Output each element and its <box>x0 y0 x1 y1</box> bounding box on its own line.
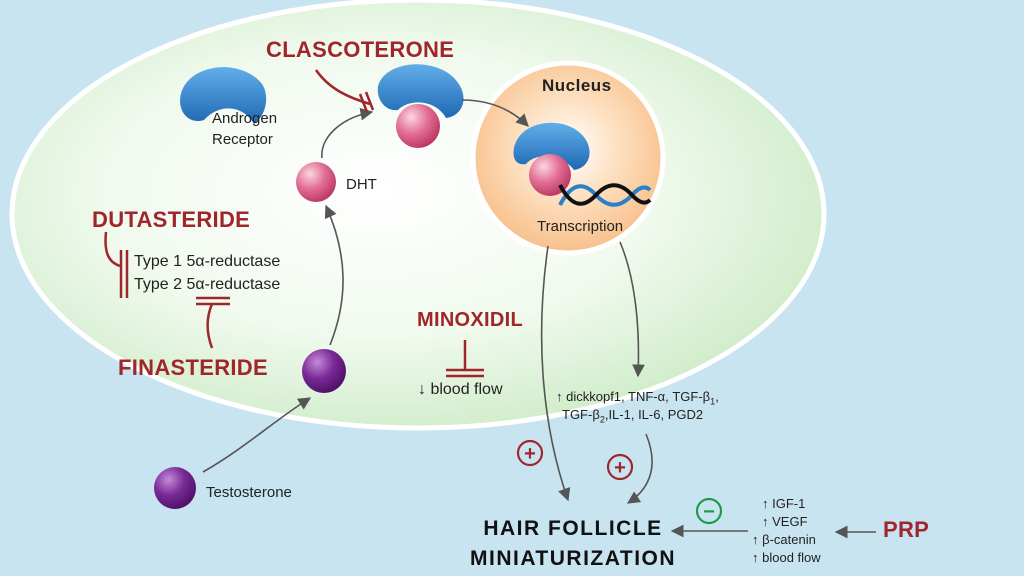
outcome-label: HAIR FOLLICLE MINIATURIZATION <box>470 514 676 574</box>
prp-effects-list: ↑ IGF-1 ↑ VEGF ↑ β-catenin ↑ blood flow <box>752 495 821 567</box>
testosterone-label: Testosterone <box>206 484 292 501</box>
factors-line2-sub: 2 <box>599 414 605 425</box>
arrow-transcription-to-factors <box>619 241 645 378</box>
prp-effect-item: ↑ blood flow <box>752 550 821 565</box>
arrow-transcription-to-miniaturization <box>540 245 571 502</box>
type1-reductase-label: Type 1 5α-reductase <box>134 253 281 270</box>
factors-line2-text: TGF-β <box>562 407 600 422</box>
finasteride-inhibition-line <box>206 303 214 349</box>
arrow-testosterone-to-dht <box>324 204 344 346</box>
arrow-to-nucleus <box>461 99 529 127</box>
outcome-line1: HAIR FOLLICLE <box>483 517 663 540</box>
nuclear-complex-shape <box>513 122 590 170</box>
outcome-line2: MINIATURIZATION <box>470 547 677 570</box>
prp-effect-item: ↑ VEGF <box>762 514 808 529</box>
factors-line1-text: ↑ dickkopf1, TNF-α, TGF-β <box>556 389 711 404</box>
testosterone-molecule <box>154 467 196 509</box>
androgen-receptor-label-line1: Androgen <box>212 110 278 127</box>
dht-label: DHT <box>346 176 377 193</box>
prp-effect-item: ↑ IGF-1 <box>762 496 806 511</box>
dutasteride-inhibition-line <box>104 231 121 268</box>
prp-label: PRP <box>883 517 930 542</box>
receptor-complex-dht <box>396 104 440 148</box>
factors-line1-sub: 1 <box>710 396 716 407</box>
testosterone-cell-molecule <box>302 349 346 393</box>
prp-effect-item: ↑ β-catenin <box>752 532 816 547</box>
androgen-receptor-label: Androgen Receptor <box>212 108 277 150</box>
clascoterone-label: CLASCOTERONE <box>266 37 455 62</box>
plus-sign-right-circle <box>606 453 634 481</box>
type2-reductase-label: Type 2 5α-reductase <box>134 276 281 293</box>
factors-line1-suffix: , <box>715 389 719 404</box>
plus-sign-left: + <box>524 443 536 465</box>
androgen-receptor-label-line2: Receptor <box>212 131 273 148</box>
minus-sign-circle <box>695 497 723 525</box>
factors-line2-suffix: ,IL-1, IL-6, PGD2 <box>604 407 704 422</box>
factors-line2: TGF-β2,IL-1, IL-6, PGD2 <box>562 407 703 425</box>
factors-line1: ↑ dickkopf1, TNF-α, TGF-β1, <box>556 389 719 407</box>
dutasteride-label: DUTASTERIDE <box>92 207 251 232</box>
minus-sign: − <box>703 501 715 523</box>
dna-strand-a <box>558 184 652 207</box>
plus-sign-left-circle <box>516 439 544 467</box>
dht-molecule <box>296 162 336 202</box>
dna-strand-b <box>558 183 652 206</box>
blood-flow-decrease-label: ↓ blood flow <box>418 381 503 398</box>
clascoterone-inhibition-bar-1 <box>358 93 369 113</box>
nucleus-label: Nucleus <box>542 76 612 95</box>
arrow-dht-to-receptor <box>321 107 374 159</box>
transcription-label: Transcription <box>537 218 624 235</box>
arrow-factors-to-miniaturization <box>626 433 653 504</box>
androgen-receptor-shape <box>180 67 267 124</box>
arrow-testosterone-entry <box>202 397 312 473</box>
minoxidil-label: MINOXIDIL <box>417 309 524 331</box>
finasteride-label: FINASTERIDE <box>118 355 268 380</box>
plus-sign-right: + <box>614 457 626 479</box>
clascoterone-inhibition-bar-2 <box>364 91 375 111</box>
receptor-complex-shape <box>377 64 464 118</box>
